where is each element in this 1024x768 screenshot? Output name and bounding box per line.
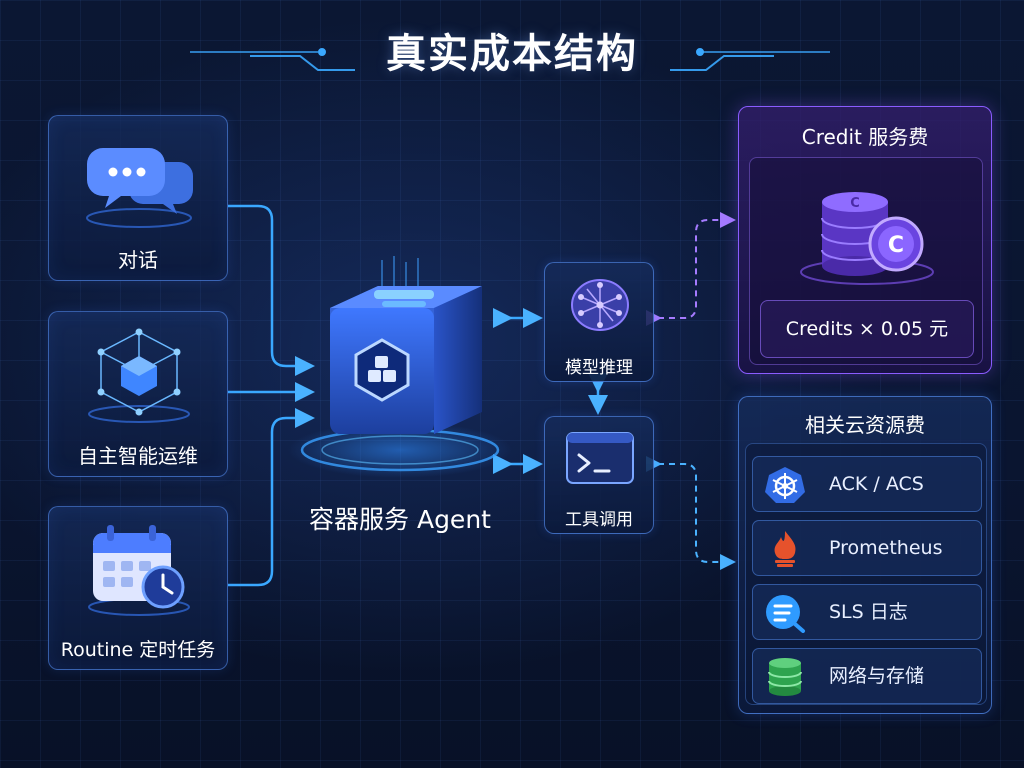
input-card-routine[interactable]: Routine 定时任务 — [48, 506, 228, 670]
cube-network-icon — [88, 328, 190, 423]
neural-brain-icon — [571, 279, 629, 331]
chat-bubbles-icon — [86, 148, 193, 228]
terminal-icon — [566, 432, 634, 484]
model-to-credit-connector — [646, 212, 736, 326]
tool-call-label: 工具调用 — [565, 510, 633, 530]
svg-text:C: C — [888, 233, 904, 258]
resource-item-network-storage-label: 网络与存储 — [829, 665, 925, 687]
credit-fee-title: Credit 服务费 — [801, 125, 929, 149]
credit-fee-inner: C C Credits × 0.05 元 — [749, 157, 983, 365]
credit-fee-panel: Credit 服务费 C C Credits × 0.05 元 — [738, 106, 992, 374]
input-card-autonomous-ops[interactable]: 自主智能运维 — [48, 311, 228, 477]
tool-to-resources-connector — [646, 456, 736, 570]
log-search-icon — [766, 595, 805, 633]
credit-formula: Credits × 0.05 元 — [760, 300, 974, 358]
input-card-chat-label: 对话 — [118, 248, 158, 272]
calendar-clock-icon — [88, 525, 190, 616]
resource-item-ack-acs[interactable]: ACK / ACS — [752, 456, 982, 512]
coin-stack-icon: C C — [800, 192, 934, 285]
container-box-icon — [288, 256, 512, 478]
resource-item-prometheus-label: Prometheus — [829, 537, 943, 559]
title-decoration-left — [190, 48, 355, 71]
title-decoration-right — [670, 48, 830, 71]
cloud-resource-list: ACK / ACS Prometheus SLS 日志 — [745, 443, 987, 705]
agent-connectors — [493, 308, 608, 474]
prometheus-flame-icon — [774, 531, 796, 567]
resource-item-ack-acs-label: ACK / ACS — [829, 473, 924, 495]
cloud-resource-fee-panel: 相关云资源费 ACK / ACS Prometheus — [738, 396, 992, 714]
input-connectors — [228, 204, 315, 587]
resource-item-network-storage[interactable]: 网络与存储 — [752, 648, 982, 704]
resource-item-sls-log-label: SLS 日志 — [829, 601, 908, 623]
cloud-resource-fee-title: 相关云资源费 — [805, 413, 925, 437]
input-card-chat[interactable]: 对话 — [48, 115, 228, 281]
kubernetes-wheel-icon — [765, 467, 805, 503]
resource-item-sls-log[interactable]: SLS 日志 — [752, 584, 982, 640]
page-title: 真实成本结构 — [386, 31, 638, 77]
input-card-routine-label: Routine 定时任务 — [60, 639, 216, 661]
model-inference-label: 模型推理 — [565, 358, 633, 378]
agent-label: 容器服务 Agent — [309, 505, 491, 534]
storage-database-icon — [768, 658, 802, 696]
resource-item-prometheus[interactable]: Prometheus — [752, 520, 982, 576]
tool-call-card[interactable]: 工具调用 — [544, 416, 654, 534]
model-inference-card[interactable]: 模型推理 — [544, 262, 654, 382]
svg-text:C: C — [850, 196, 860, 211]
input-card-autonomous-ops-label: 自主智能运维 — [78, 444, 198, 468]
